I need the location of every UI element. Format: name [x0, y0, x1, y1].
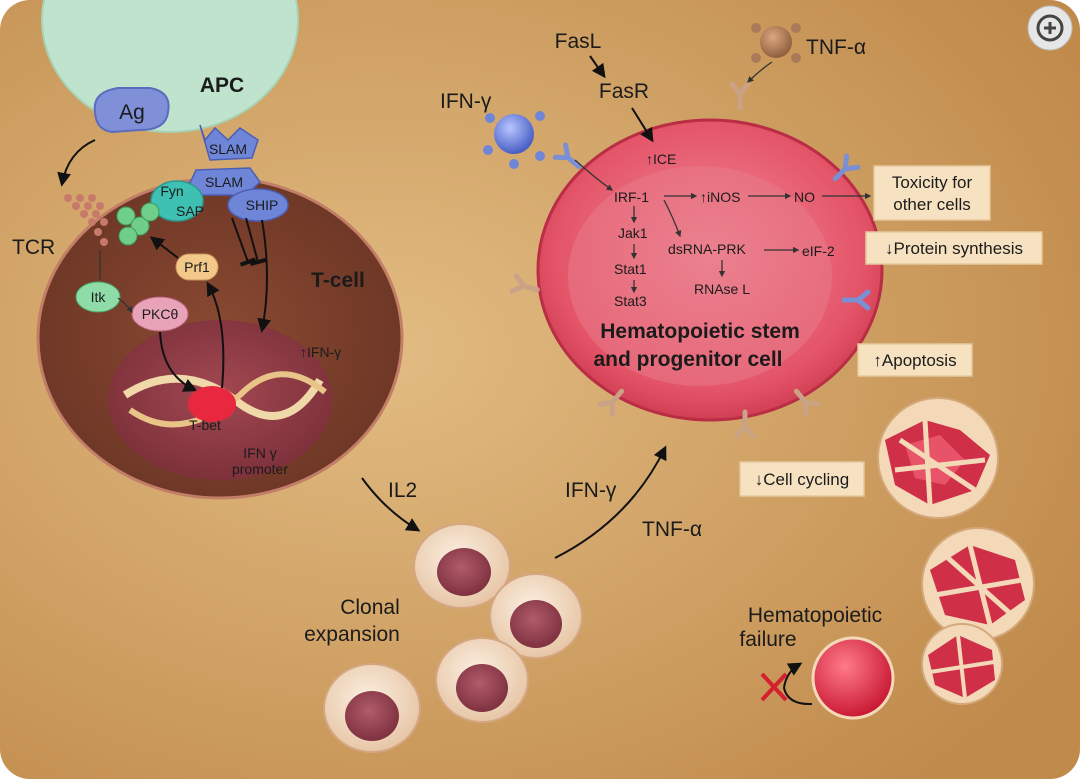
slam-top-label: SLAM: [209, 141, 247, 157]
tcr-receptor: [64, 194, 108, 246]
apoptosis-box: [857, 343, 973, 377]
sap-label: SAP: [176, 203, 204, 219]
dna-strand-2: [128, 371, 327, 428]
self-renewal-arrow: [782, 662, 813, 706]
irf1-to-dsrna-arrow: [663, 199, 682, 238]
fyn-sap-shape: [150, 180, 204, 222]
dsrna-label: dsRNA-PRK: [668, 241, 746, 257]
fasr-to-ice-arrow: [631, 107, 654, 143]
receptor-to-irf1-arrow: [574, 159, 614, 191]
irf1-label: IRF-1: [614, 189, 649, 205]
protein-label: ↓Protein synthesis: [885, 239, 1023, 258]
jak1-label: Jak1: [618, 225, 648, 241]
ship-label: SHIP: [246, 197, 279, 213]
clonal-cell-2: [489, 573, 583, 659]
eif2-label: eIF-2: [802, 243, 835, 259]
ifng-promoter-label-1: IFN γ: [243, 445, 276, 461]
fasr-label: FasR: [599, 80, 649, 103]
pkc-label: PKCθ: [142, 306, 179, 322]
ship-to-nucleus-arrow: [257, 219, 272, 333]
tbet-label: T-bet: [189, 417, 221, 433]
tbet-shape: [188, 386, 236, 422]
fasl-to-fasr-arrow: [589, 55, 606, 79]
prf1-shape: [175, 253, 219, 281]
itk-label: Itk: [91, 289, 107, 305]
ship-inhibit-2: [245, 217, 267, 267]
zoom-in-button[interactable]: [1027, 5, 1073, 51]
tnfa-top-label: TNF-α: [806, 36, 866, 59]
clonal-cell-3: [435, 637, 529, 723]
cycling-label: ↓Cell cycling: [755, 470, 849, 489]
clonal-cell-4: [323, 663, 421, 753]
tnfa-binding-arrow: [747, 61, 773, 83]
prf1-label: Prf1: [184, 259, 210, 275]
toxicity-label-1: Toxicity for: [892, 173, 973, 192]
pkc-to-tbet-arrow: [159, 331, 198, 392]
ifng-top-label: IFN-γ: [440, 90, 492, 113]
ifng-promoter-label-2: promoter: [232, 461, 288, 477]
tcr-label: TCR: [12, 236, 55, 259]
itk-to-pkc-arrow: [117, 297, 133, 314]
ag-to-tcr-arrow: [57, 139, 96, 187]
fasl-label: FasL: [555, 30, 602, 53]
failing-stem-cell: [811, 636, 895, 720]
ice-label: ↑ICE: [646, 151, 676, 167]
il2-arrow: [361, 477, 421, 532]
toxicity-label-2: other cells: [893, 195, 970, 214]
blocked-x-icon: [760, 672, 788, 702]
hsc-label-1: Hematopoietic stem: [600, 320, 800, 343]
tnfa-mid-label: TNF-α: [642, 518, 702, 541]
slam-bottom-label: SLAM: [205, 174, 243, 190]
ifng-up-label: ↑IFN-γ: [300, 344, 341, 360]
ship-shape: [227, 188, 289, 222]
tnfa-molecule: [751, 23, 801, 63]
rnase-label: RNAse L: [694, 281, 750, 297]
no-label: NO: [794, 189, 815, 205]
pkc-shape: [131, 296, 189, 332]
apoptotic-cell-3: [921, 623, 1003, 705]
cycling-box: [739, 461, 865, 497]
protein-box: [865, 231, 1043, 265]
clonal-label-2: expansion: [304, 623, 400, 646]
apoptotic-cell-2: [921, 527, 1035, 641]
fyn-label: Fyn: [160, 183, 183, 199]
tbet-to-prf1-arrow: [206, 281, 225, 389]
apc-label: APC: [200, 74, 244, 97]
clonal-label-1: Clonal: [340, 596, 400, 619]
ifng-mid-label: IFN-γ: [565, 479, 617, 502]
itk-shape: [75, 281, 121, 313]
failure-label-2: failure: [739, 628, 796, 651]
slam-receptor-top: [199, 124, 259, 161]
zoom-in-icon: [1036, 14, 1064, 42]
ifng-molecule: [483, 111, 545, 169]
granule-cluster: [116, 202, 160, 246]
tcell-label: T-cell: [311, 269, 365, 292]
apoptotic-cell-1: [877, 397, 999, 519]
cytokine-arrow: [554, 445, 667, 559]
prf1-to-granule-arrow: [149, 236, 179, 259]
antigen-shape: [93, 87, 170, 134]
ship-inhibit-1: [231, 217, 257, 267]
stat1-label: Stat1: [614, 261, 647, 277]
failure-label-1: Hematopoietic: [748, 604, 882, 627]
stat3-label: Stat3: [614, 293, 647, 309]
inos-label: ↑iNOS: [700, 189, 740, 205]
ag-label: Ag: [119, 101, 145, 124]
apoptosis-label: ↑Apoptosis: [873, 351, 956, 370]
il2-label: IL2: [388, 479, 417, 502]
toxicity-box: [873, 165, 991, 221]
clonal-cell-1: [413, 523, 511, 609]
hsc-label-2: and progenitor cell: [593, 348, 782, 371]
